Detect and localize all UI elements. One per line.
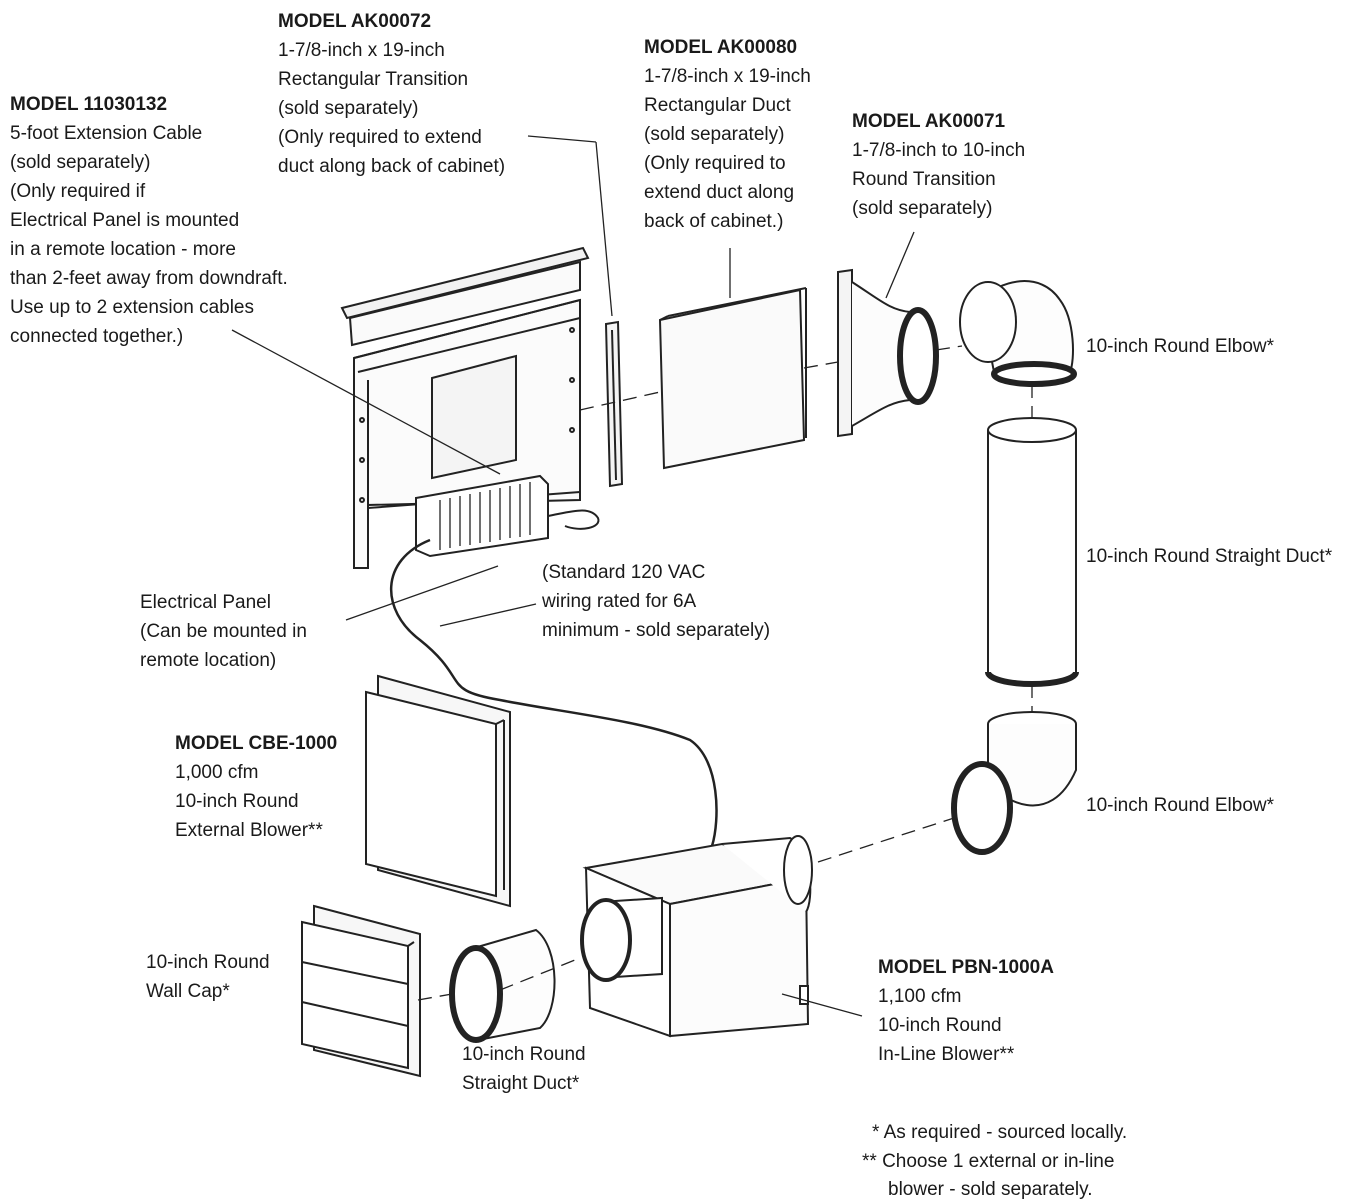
label-line: (Standard 120 VAC (542, 562, 706, 583)
label-title: MODEL PBN-1000A (878, 957, 1054, 978)
round-transition (837, 268, 939, 438)
label-rectangular-duct: MODEL AK00080 1-7/8-inch x 19-inch Recta… (644, 33, 811, 236)
wall-cap (301, 904, 421, 1078)
footnote-2: ** Choose 1 external or in-line (862, 1151, 1115, 1172)
label-straight-duct-bottom: 10-inch Round Straight Duct* (462, 1040, 586, 1098)
label-line: (sold separately) (852, 198, 993, 219)
label-title: MODEL AK00072 (278, 11, 432, 32)
label-line: (Only required to (644, 153, 786, 174)
elbow-bottom (951, 711, 1077, 855)
label-line: (sold separately) (10, 152, 151, 173)
leader-lines (231, 135, 915, 1017)
label-line: (Can be mounted in (140, 621, 307, 642)
label-round-transition: MODEL AK00071 1-7/8-inch to 10-inch Roun… (852, 107, 1025, 223)
label-line: Rectangular Transition (278, 69, 469, 90)
label-line: 1-7/8-inch x 19-inch (644, 66, 811, 87)
label-line: 5-foot Extension Cable (10, 123, 203, 144)
label-line: Wall Cap* (146, 981, 230, 1002)
label-line: 10-inch Round Straight Duct* (1086, 546, 1333, 567)
rectangular-duct (658, 287, 807, 470)
label-line: duct along back of cabinet) (278, 156, 506, 177)
label-title: MODEL AK00071 (852, 111, 1006, 132)
label-line: wiring rated for 6A (542, 591, 697, 612)
label-line: Electrical Panel is mounted (10, 210, 240, 231)
label-extension-cable: MODEL 11030132 5-foot Extension Cable (s… (10, 90, 288, 351)
label-line: 1,000 cfm (175, 762, 259, 783)
label-line: 10-inch Round (462, 1044, 586, 1065)
footnote-1: * As required - sourced locally. (872, 1122, 1128, 1143)
label-line: minimum - sold separately) (542, 620, 771, 641)
label-elbow-top: 10-inch Round Elbow* (1086, 332, 1274, 361)
downdraft-unit (340, 246, 600, 569)
elbow-top (959, 280, 1077, 387)
label-line: 10-inch Round Elbow* (1086, 336, 1275, 357)
label-line: extend duct along (644, 182, 795, 203)
label-line: (Only required if (10, 181, 146, 202)
label-line: 10-inch Round Elbow* (1086, 795, 1275, 816)
label-line: Straight Duct* (462, 1073, 580, 1094)
label-line: 10-inch Round (175, 791, 299, 812)
label-line: (sold separately) (278, 98, 419, 119)
label-line: External Blower** (175, 820, 323, 841)
label-line: connected together.) (10, 326, 184, 347)
label-line: Round Transition (852, 169, 996, 190)
label-wiring: (Standard 120 VAC wiring rated for 6A mi… (542, 558, 770, 645)
label-title: MODEL 11030132 (10, 94, 168, 115)
alignment-lines (417, 345, 1033, 1001)
label-line: In-Line Blower** (878, 1044, 1015, 1065)
label-straight-duct-right: 10-inch Round Straight Duct* (1086, 542, 1332, 571)
label-line: 1-7/8-inch x 19-inch (278, 40, 445, 61)
label-electrical-panel: Electrical Panel (Can be mounted in remo… (140, 588, 307, 675)
label-line: 1-7/8-inch to 10-inch (852, 140, 1026, 161)
label-line: than 2-feet away from downdraft. (10, 268, 288, 289)
label-line: 1,100 cfm (878, 986, 962, 1007)
label-external-blower: MODEL CBE-1000 1,000 cfm 10-inch Round E… (175, 729, 337, 845)
label-line: in a remote location - more (10, 239, 236, 260)
label-line: 10-inch Round (146, 952, 270, 973)
inline-blower (580, 835, 813, 1038)
label-rectangular-transition: MODEL AK00072 1-7/8-inch x 19-inch Recta… (278, 7, 505, 181)
rectangular-transition (604, 320, 624, 488)
label-line: (sold separately) (644, 124, 785, 145)
external-blower (365, 674, 511, 908)
bottom-straight-duct (449, 928, 556, 1043)
label-inline-blower: MODEL PBN-1000A 1,100 cfm 10-inch Round … (878, 953, 1054, 1069)
label-line: back of cabinet.) (644, 211, 784, 232)
label-title: MODEL CBE-1000 (175, 733, 338, 754)
power-cable (389, 538, 718, 847)
label-line: (Only required to extend (278, 127, 482, 148)
label-wall-cap: 10-inch Round Wall Cap* (146, 948, 270, 1006)
label-elbow-bottom: 10-inch Round Elbow* (1086, 791, 1274, 820)
label-title: MODEL AK00080 (644, 37, 798, 58)
label-line: Rectangular Duct (644, 95, 791, 116)
label-line: Use up to 2 extension cables (10, 297, 254, 318)
label-line: remote location) (140, 650, 277, 671)
label-line: Electrical Panel (140, 592, 271, 613)
label-line: 10-inch Round (878, 1015, 1002, 1036)
vertical-straight-duct (985, 417, 1079, 687)
footnote-3: blower - sold separately. (888, 1179, 1093, 1200)
